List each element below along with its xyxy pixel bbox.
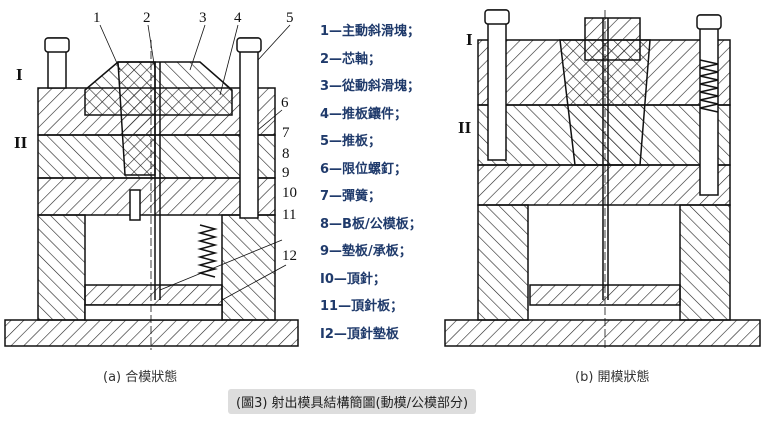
svg-text:4: 4 [234,10,242,26]
mold-closed [4,37,299,350]
svg-text:I: I [466,30,473,49]
svg-text:9: 9 [282,165,290,181]
legend-item: 8—B板/公模板； [320,216,422,232]
parts-legend: 1—主動斜滑塊； 2—芯軸； 3—從動斜滑塊； 4—推板鑲件； 5—推板； 6—… [320,20,460,350]
legend-item: 11—頂針板； [320,299,404,314]
svg-text:7: 7 [282,125,290,141]
svg-text:5: 5 [286,10,294,26]
svg-text:6: 6 [281,95,289,111]
svg-text:II: II [14,133,28,152]
legend-item: 9—墊板/承板； [320,244,412,259]
legend-item: 3—從動斜滑塊； [320,79,421,94]
svg-text:8: 8 [282,146,290,162]
svg-text:12: 12 [282,248,297,264]
svg-text:II: II [458,118,472,137]
leader-lines [99,24,291,301]
svg-text:2: 2 [143,10,151,26]
svg-text:11: 11 [282,207,296,223]
part-numbers: 1 2 3 4 5 6 7 8 9 10 11 12 I II I II [14,10,473,264]
legend-item: 1—主動斜滑塊； [320,24,421,39]
legend-item: 6—限位螺釘； [320,161,408,177]
caption-closed: (a) 合模狀態 [103,370,178,385]
caption-open: (b) 開模狀態 [575,370,650,385]
legend-item: 7—彈簧； [320,189,382,204]
legend-item: 5—推板； [320,134,382,149]
legend-item: I0—頂針； [320,271,386,287]
legend-item: 4—推板鑲件； [320,106,408,122]
svg-text:10: 10 [282,185,297,201]
svg-text:1: 1 [93,10,101,26]
legend-item: I2—頂針墊板 [320,326,399,342]
mold-open [444,9,761,350]
figure-title: (圖3) 射出模具結構簡圖(動模/公模部分) [228,389,477,414]
svg-text:I: I [16,65,23,84]
svg-text:3: 3 [199,10,207,26]
legend-item: 2—芯軸； [320,51,382,67]
